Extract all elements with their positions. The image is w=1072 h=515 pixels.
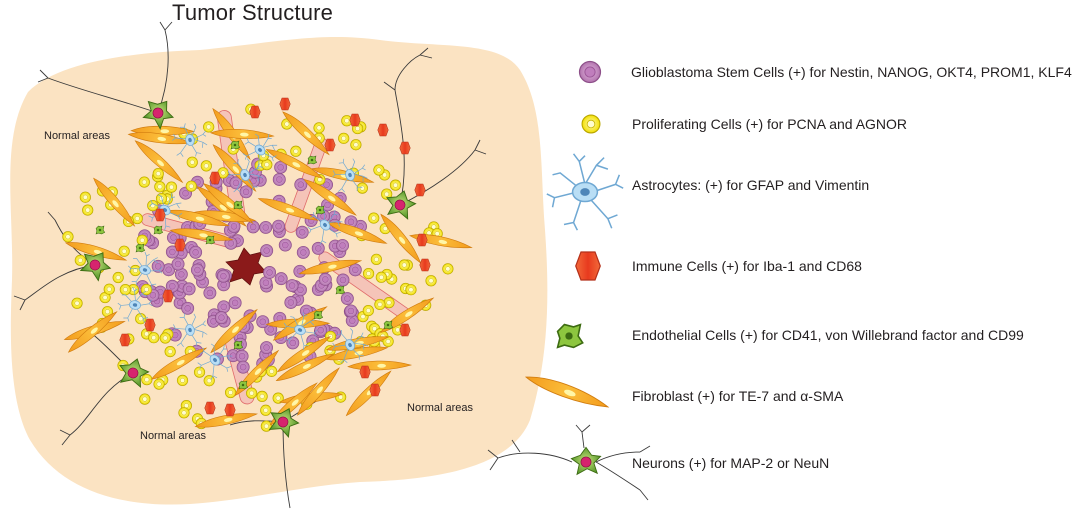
normal-area-label: Normal areas <box>44 130 111 142</box>
normal-area-label: Normal areas <box>407 402 474 414</box>
legend-label-stem-cells: Glioblastoma Stem Cells (+) for Nestin, … <box>631 64 1072 80</box>
tissue-background <box>10 37 548 505</box>
diagram-title: Tumor Structure <box>172 0 334 25</box>
legend-label-fibroblast: Fibroblast (+) for TE-7 and α-SMA <box>632 388 844 404</box>
normal-area-label: Normal areas <box>140 430 207 442</box>
legend: Glioblastoma Stem Cells (+) for Nestin, … <box>631 64 1072 471</box>
legend-label-immune-cells: Immune Cells (+) for Iba-1 and CD68 <box>632 258 862 274</box>
legend-label-astrocytes: Astrocytes: (+) for GFAP and Vimentin <box>632 177 870 193</box>
legend-label-neurons: Neurons (+) for MAP-2 or NeuN <box>632 455 830 471</box>
legend-label-endothelial-cells: Endothelial Cells (+) for CD41, von Will… <box>632 327 1024 343</box>
legend-neuron-icon <box>487 424 651 501</box>
legend-label-proliferating-cells: Proliferating Cells (+) for PCNA and AGN… <box>632 116 908 132</box>
tumor-diagram <box>10 21 651 509</box>
